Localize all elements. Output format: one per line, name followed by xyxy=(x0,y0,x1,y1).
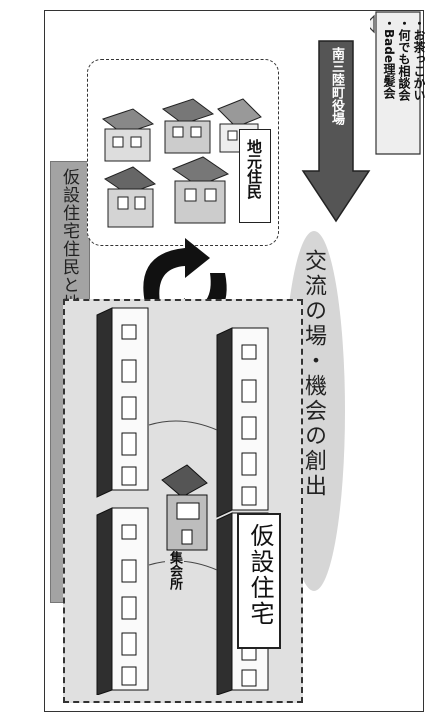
activity-item: ・お茶っこかい xyxy=(412,17,425,101)
houses-group xyxy=(101,98,262,228)
diagram-frame: 仮設住宅住民と地元住民の融和 南三陸町役場 ・お茶っこかい ・何でも相談会 ・B… xyxy=(44,10,425,712)
town-office-label: 南三陸町役場 xyxy=(329,47,344,125)
activity-item: ・Bade理髪会 xyxy=(382,17,396,99)
temporary-housing-label: 仮設住宅 xyxy=(246,523,274,627)
activity-bubble xyxy=(370,11,421,155)
temporary-housing-label-box xyxy=(237,513,281,649)
local-residents-label: 地元住民 xyxy=(245,139,263,199)
temporary-housing-buildings xyxy=(96,307,269,695)
local-residents-label-box xyxy=(239,129,271,223)
activity-item: ・何でも相談会 xyxy=(397,17,411,101)
activity-list: ・お茶っこかい ・何でも相談会 ・Bade理髪会 xyxy=(381,17,425,157)
town-office-arrow xyxy=(301,40,371,223)
meeting-hall-label: 集会所 xyxy=(165,551,184,590)
exchange-label: 交流の場・機会の創出 xyxy=(301,249,326,499)
